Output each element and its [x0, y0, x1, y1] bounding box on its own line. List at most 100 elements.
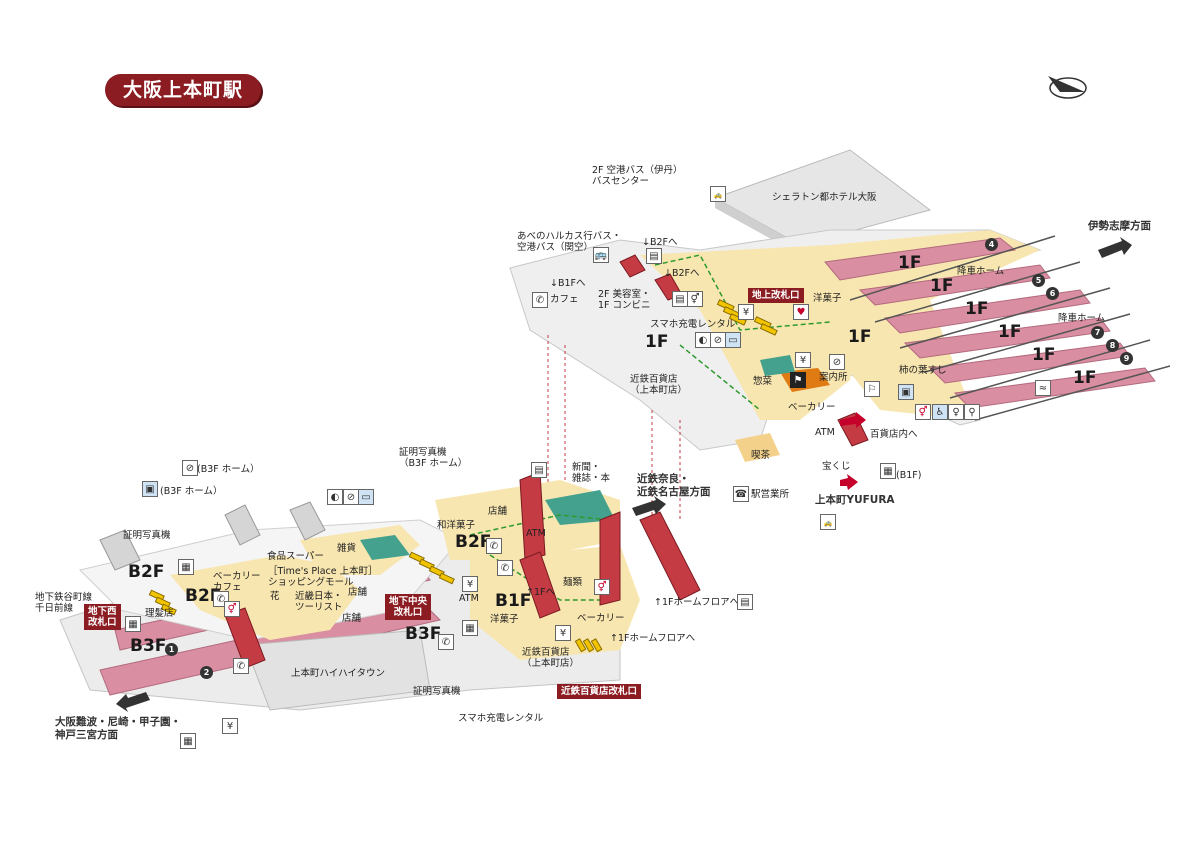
bakery-b1-label: ベーカリー [577, 613, 625, 624]
bus-icon: 🚌 [593, 247, 609, 263]
floor-b3f-marker: B3F [130, 636, 167, 656]
floor-1f-marker: 1F [645, 332, 669, 352]
ticket-gates-1f [716, 299, 778, 336]
ic-card-icon: ◐ [695, 332, 711, 348]
ic-card-icon: ⊘ [343, 489, 359, 505]
yufura-label: 上本町YUFURA [815, 494, 895, 506]
phone-rental-bottom-label: スマホ充電レンタル [458, 713, 544, 724]
atm-1f-label: ATM [815, 427, 835, 438]
stairs [99, 501, 326, 571]
western-sweets-b1-label: 洋菓子 [490, 614, 519, 625]
b3f-home-label: (B3F ホーム） [160, 486, 223, 497]
floor-1f-marker: 1F [848, 327, 872, 347]
takarakuji-label: 宝くじ [822, 461, 851, 472]
toilet-icon: ⚥ [915, 404, 931, 420]
phone-rental-label: スマホ充電レンタル [650, 319, 736, 330]
floor-b2f-marker: B2F [128, 562, 165, 582]
namba-direction-label: 大阪難波・尼崎・甲子園・ 神戸三宮方面 [55, 716, 181, 741]
food-super-label: 食品スーパー [267, 551, 324, 562]
coin-locker-icon: ▦ [125, 616, 141, 632]
escalators-underground [224, 471, 701, 669]
floor-b1f-marker: B1F [495, 591, 532, 611]
toilet-icon: ♀ [948, 404, 964, 420]
platform-number: 9 [1120, 352, 1133, 365]
wa-sweets-label: 和洋菓子 [437, 520, 476, 531]
atm-b1f-label: ATM [459, 593, 479, 604]
info-desk-label: 案内所 [819, 372, 848, 383]
platform-number: 2 [200, 666, 213, 679]
haihai-town-block [244, 629, 431, 711]
to-b2f-label: ↓B2Fへ [642, 237, 678, 248]
harukas-bus-label: あべのハルカス行バス・ 空港バス（関空） [517, 231, 622, 253]
ic-card-icon: ▣ [898, 384, 914, 400]
atm-icon: ¥ [738, 304, 754, 320]
floor-b3f-marker: B3F [405, 624, 442, 644]
id-photo-b2f-label: 証明写真機 [123, 530, 171, 541]
teal-block-b2f [360, 535, 410, 560]
ise-direction-label: 伊勢志摩方面 [1088, 220, 1151, 232]
ic-card-icon: ◐ [327, 489, 343, 505]
to-b1f-label: ↓B1Fへ [550, 278, 586, 289]
floor-1f-marker: 1F [965, 299, 989, 319]
floor-1f-marker: 1F [1032, 345, 1056, 365]
platforms-1f [824, 237, 1156, 409]
floor-1f-marker: 1F [1073, 368, 1097, 388]
atm-icon: ¥ [555, 625, 571, 641]
b3f-home-label: (B3F ホーム） [197, 464, 260, 475]
toilet-icon: ⚥ [224, 601, 240, 617]
station-title: 大阪上本町駅 [105, 74, 261, 106]
arrow-nara [632, 496, 666, 516]
platform-number: 5 [1032, 274, 1045, 287]
central-gate-label: 地下中央 改札口 [385, 594, 432, 620]
ic-card-icon: ⊘ [829, 354, 845, 370]
toilet-icon: ♿ [932, 404, 948, 420]
b1f-note-label: (B1F) [896, 470, 922, 481]
ic-card-icon: ⊘ [710, 332, 726, 348]
coin-locker-icon: ▦ [178, 559, 194, 575]
platform-number: 8 [1106, 339, 1119, 352]
smoking-icon: ⚐ [864, 381, 880, 397]
elevator-icon: ▤ [672, 291, 688, 307]
arrow-namba [116, 692, 150, 712]
shop-label: 店舗 [488, 506, 508, 517]
smoking-icon: ≈ [1035, 380, 1051, 396]
haihai-town-label: 上本町ハイハイタウン [291, 668, 386, 679]
yufura-arrow [840, 474, 858, 490]
platform-edges-1f [849, 235, 1171, 421]
to-b2f-label: ↓B2Fへ [664, 268, 700, 279]
dept-gate-label: 近鉄百貨店改札口 [557, 684, 642, 699]
ic-card-icon: ⊘ [182, 460, 198, 476]
tea-room-block [735, 433, 780, 462]
toilet-icon: ⚲ [964, 404, 980, 420]
teal-block-b1f [545, 490, 615, 525]
phone-icon: ✆ [532, 292, 548, 308]
coin-locker-icon: ▦ [462, 620, 478, 636]
to-1f-home-label: ↑1Fホームフロアへ [654, 597, 740, 608]
subway-lines-label: 地下鉄谷町線 千日前線 [35, 592, 93, 614]
id-photo-b3f-label: 証明写真機 （B3F ホーム） [399, 447, 468, 469]
dept-arrow [840, 412, 866, 428]
toilet-icon: ⚥ [594, 579, 610, 595]
news-books-label: 新聞・ 雑誌・本 [572, 462, 611, 484]
dept-store-b1-label: 近鉄百貨店 （上本町店） [522, 647, 580, 669]
elevator-icon: ▤ [646, 248, 662, 264]
noodles-label: 麺類 [563, 577, 583, 588]
atm-icon: ¥ [222, 718, 238, 734]
station-office-label: 駅営業所 [751, 489, 790, 500]
atm-b2f-label: ATM [526, 528, 546, 539]
to-dept-label: 百貨店内へ [870, 429, 918, 440]
sheraton-building [713, 149, 932, 246]
kakinoha-label: 柿の葉すし [899, 365, 947, 376]
souzai-label: 惣菜 [753, 376, 773, 387]
floor-1f-marker: 1F [930, 276, 954, 296]
atm-icon: ¥ [795, 352, 811, 368]
ticket-gates-underground [148, 551, 603, 653]
tea-room-label: 喫茶 [751, 450, 771, 461]
shop-label: 店舗 [342, 613, 362, 624]
nara-nagoya-direction-label: 近鉄奈良・ 近鉄名古屋方面 [637, 473, 711, 498]
phone-icon: ✆ [497, 560, 513, 576]
platform-number: 4 [985, 238, 998, 251]
walk-route-1f [654, 254, 831, 411]
b2f-concourse [170, 555, 360, 640]
floor-1f-marker: 1F [998, 322, 1022, 342]
